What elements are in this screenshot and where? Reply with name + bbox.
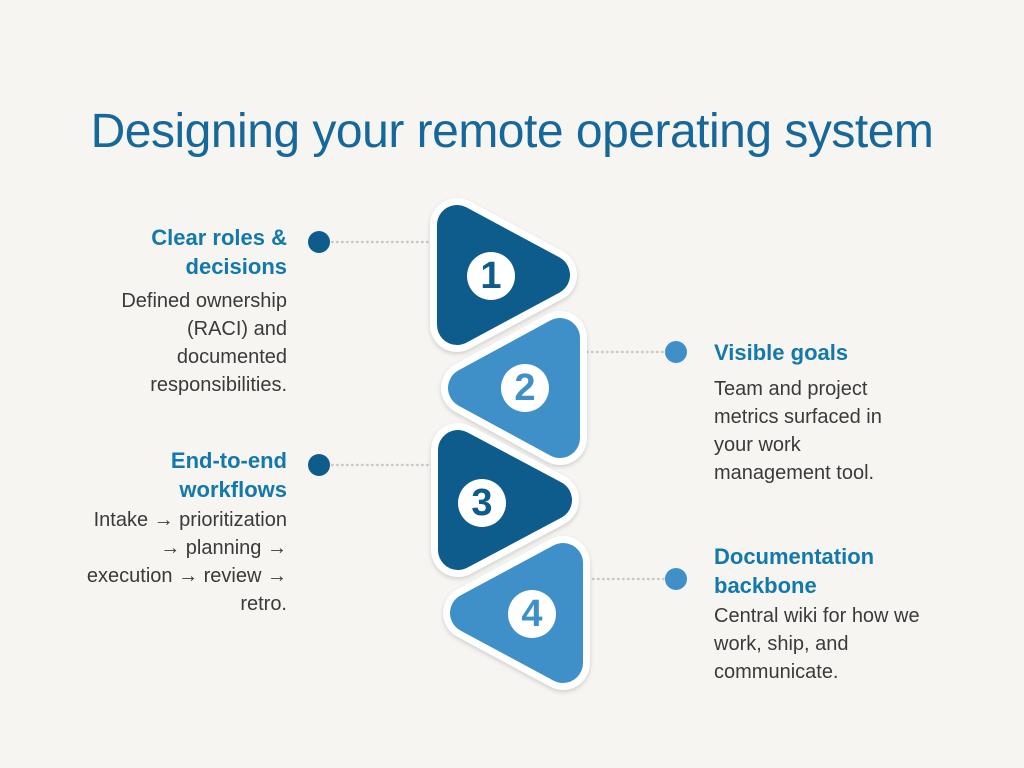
step-1-description-line-2: (RACI) and — [186, 318, 287, 340]
step-1-description-line-3: documented — [176, 346, 287, 368]
step-4-number-badge: 4 — [508, 590, 556, 638]
step-3-heading-line-1: End-to-end — [170, 448, 287, 473]
step-3-description-line-3: execution → review → — [86, 565, 287, 587]
step-2-number-badge: 2 — [501, 364, 549, 412]
bullet-dot-step-3 — [308, 454, 330, 476]
bullet-dot-step-1 — [308, 231, 330, 253]
step-3-heading-line-2: workflows — [179, 477, 287, 502]
bullet-dot-step-4 — [665, 568, 687, 590]
step-2-heading-line-1: Visible goals — [714, 340, 849, 365]
page-title: Designing your remote operating system — [90, 105, 934, 158]
step-1-heading-line-1: Clear roles & — [151, 225, 287, 250]
step-2-number: 2 — [514, 367, 536, 409]
step-3-number: 3 — [471, 482, 493, 524]
step-1-heading: Clear roles & decisions — [27, 223, 287, 281]
step-3-number-badge: 3 — [458, 479, 506, 527]
step-4-text-block: Documentation backbone Central wiki for … — [714, 542, 974, 686]
step-2-description-line-2: metrics surfaced in — [714, 406, 882, 428]
step-1-description-line-1: Defined ownership — [121, 290, 287, 312]
step-2-description-line-1: Team and project — [714, 378, 868, 400]
step-4-description: Central wiki for how we work, ship, and … — [714, 602, 974, 686]
step-3-description: Intake → prioritization → planning → exe… — [27, 506, 287, 618]
bullet-dot-step-2 — [665, 341, 687, 363]
step-1-number: 1 — [480, 255, 502, 297]
step-4-description-line-2: work, ship, and — [714, 633, 849, 655]
step-4-heading: Documentation backbone — [714, 542, 974, 600]
step-2-description-line-3: your work — [714, 434, 801, 456]
step-1-description: Defined ownership (RACI) and documented … — [27, 287, 287, 399]
step-4-number: 4 — [521, 593, 543, 635]
step-1-description-line-4: responsibilities. — [150, 374, 287, 396]
step-4-heading-line-2: backbone — [714, 573, 817, 598]
step-1-heading-line-2: decisions — [185, 254, 287, 279]
step-2-heading: Visible goals — [714, 338, 974, 367]
step-2-description-line-4: management tool. — [714, 462, 875, 484]
step-3-description-line-2: → planning → — [160, 537, 287, 559]
step-1-number-badge: 1 — [467, 252, 515, 300]
step-2-text-block: Visible goals Team and project metrics s… — [714, 338, 974, 487]
step-4-heading-line-1: Documentation — [714, 544, 875, 569]
step-3-description-line-4: retro. — [240, 593, 287, 615]
step-1-text-block: Clear roles & decisions Defined ownershi… — [27, 223, 287, 399]
step-4-description-line-3: communicate. — [714, 661, 839, 683]
step-3-heading: End-to-end workflows — [27, 446, 287, 504]
step-3-text-block: End-to-end workflows Intake → prioritiza… — [27, 446, 287, 618]
step-2-description: Team and project metrics surfaced in you… — [714, 375, 974, 487]
step-3-description-line-1: Intake → prioritization — [93, 509, 287, 531]
step-4-description-line-1: Central wiki for how we — [714, 605, 920, 627]
